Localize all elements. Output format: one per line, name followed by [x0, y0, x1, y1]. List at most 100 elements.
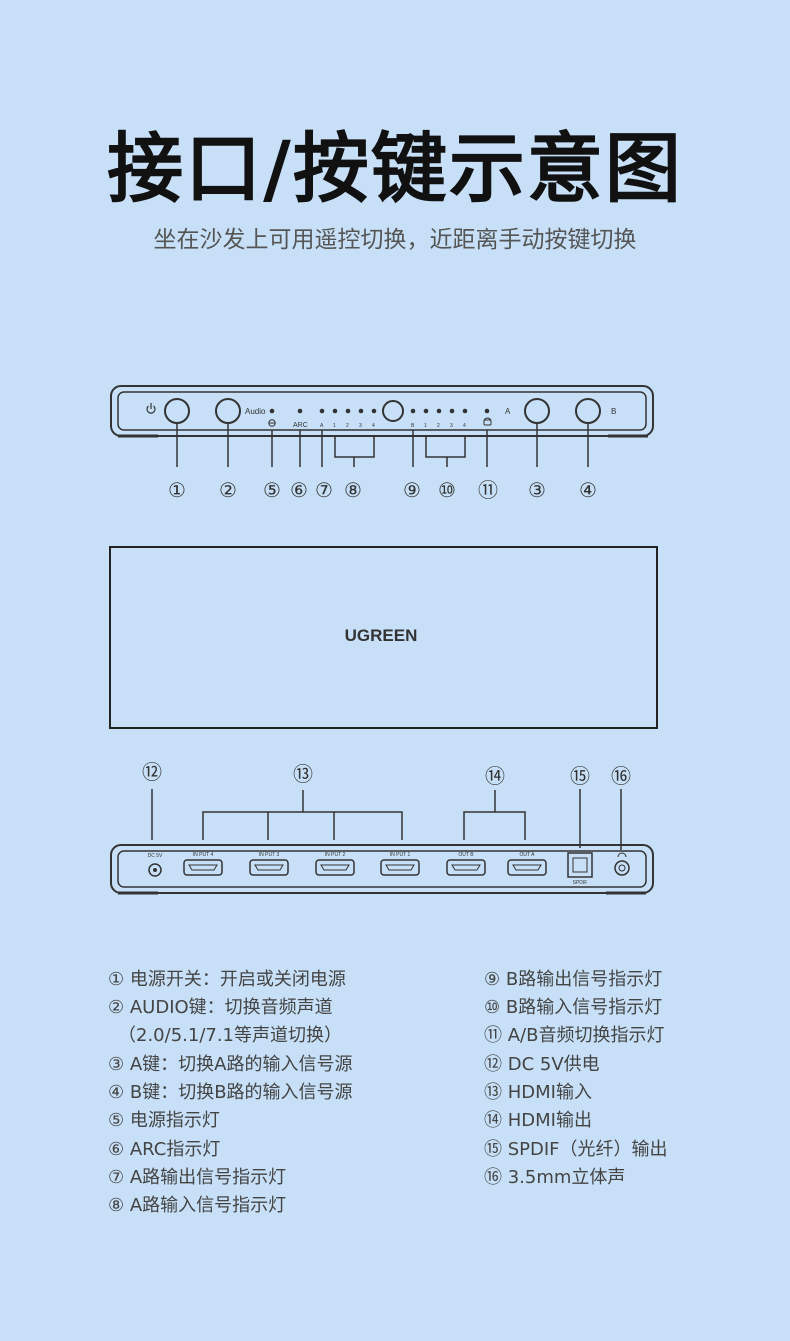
legend-left: ① 电源开关：开启或关闭电源 ② AUDIO键：切换音频声道 （2.0/5.1/… [108, 968, 468, 1228]
callout-5: ⑤ [263, 480, 281, 502]
front-callouts: ① ② ⑤ ⑥ ⑦ ⑧ ⑨ ⑩ ⑪ ③ ④ [168, 479, 597, 502]
audio-jack [614, 860, 630, 876]
callout-15: ⑮ [570, 765, 590, 788]
callout-1: ① [168, 480, 186, 502]
rear-leader-lines [151, 789, 622, 850]
port-label-in1: IN PUT 1 [390, 852, 411, 858]
callout-8: ⑧ [344, 480, 362, 502]
legend-item-9: ⑨ B路输出信号指示灯 [484, 969, 663, 990]
a-led-num-1: 1 [333, 423, 336, 429]
b-led-num-1: 1 [424, 423, 427, 429]
legend-item-16: ⑯ 3.5mm立体声 [484, 1167, 626, 1188]
spdif-port [567, 852, 593, 878]
b-small-label: B [411, 423, 415, 429]
legend-item-13: ⑬ HDMI输入 [484, 1082, 592, 1103]
a-led-num-4: 4 [372, 423, 375, 429]
page-title: 接口/按键示意图 [107, 124, 683, 213]
front-leds [269, 408, 490, 414]
a-led-num-3: 3 [359, 423, 362, 429]
a-output-led [319, 408, 325, 414]
power-icon [146, 403, 156, 414]
top-view-body [109, 546, 658, 729]
power-led [269, 408, 275, 414]
hdmi-out-a [507, 859, 547, 876]
a-label: A [505, 407, 511, 416]
b-output-led [410, 408, 416, 414]
dc-label: DC 5V [148, 853, 163, 859]
b-led-num-3: 3 [450, 423, 453, 429]
b-label: B [611, 407, 616, 416]
hdmi-out-b [446, 859, 486, 876]
a-input-led-1 [332, 408, 338, 414]
legend-item-5: ⑤ 电源指示灯 [108, 1110, 220, 1131]
callout-10: ⑩ [438, 480, 456, 502]
headphone-icon [617, 852, 627, 858]
hdmi-in-4 [183, 859, 223, 876]
legend-item-2-note: （2.0/5.1/7.1等声道切换） [118, 1025, 343, 1046]
b-led-num-4: 4 [463, 423, 466, 429]
b-input-led-4 [462, 408, 468, 414]
rear-callouts: ⑫ ⑬ ⑭ ⑮ ⑯ [142, 761, 631, 788]
rear-panel [110, 844, 654, 895]
callout-2: ② [219, 480, 237, 502]
brand-logo: UGREEN [345, 626, 418, 645]
port-label-outb: OUT B [458, 852, 474, 858]
arc-label: ARC [293, 422, 308, 429]
callout-16: ⑯ [611, 765, 631, 788]
callout-6: ⑥ [290, 480, 308, 502]
b-input-led-3 [449, 408, 455, 414]
center-ir-sensor [382, 400, 404, 422]
callout-3: ③ [528, 480, 546, 502]
b-input-led-1 [423, 408, 429, 414]
hdmi-ports [183, 859, 547, 876]
port-label-outa: OUT A [520, 852, 536, 858]
ab-audio-led [484, 408, 490, 414]
callout-7: ⑦ [315, 480, 333, 502]
a-input-led-3 [358, 408, 364, 414]
a-input-led-4 [371, 408, 377, 414]
legend-item-11: ⑪ A/B音频切换指示灯 [484, 1025, 665, 1046]
hdmi-in-3 [249, 859, 289, 876]
callout-11: ⑪ [478, 479, 498, 502]
a-input-led-2 [345, 408, 351, 414]
port-label-in4: IN PUT 4 [193, 852, 214, 858]
legend-item-2: ② AUDIO键：切换音频声道 [108, 997, 333, 1018]
callout-12: ⑫ [142, 761, 162, 784]
legend-item-10: ⑩ B路输入信号指示灯 [484, 997, 663, 1018]
legend-item-14: ⑭ HDMI输出 [484, 1110, 592, 1131]
callout-13: ⑬ [293, 763, 313, 786]
arc-led [297, 408, 303, 414]
dc-port [148, 863, 162, 877]
spdif-inner [572, 857, 588, 873]
legend-item-15: ⑮ SPDIF（光纤）输出 [484, 1139, 668, 1160]
callout-14: ⑭ [485, 765, 505, 788]
b-input-led-2 [436, 408, 442, 414]
ab-audio-icon [483, 417, 492, 426]
b-led-num-2: 2 [437, 423, 440, 429]
rear-panel-body [110, 844, 654, 894]
legend-item-8: ⑧ A路输入信号指示灯 [108, 1195, 287, 1216]
legend-item-1: ① 电源开关：开启或关闭电源 [108, 969, 346, 990]
front-panel-inner [117, 391, 647, 431]
legend-item-3: ③ A键：切换A路的输入信号源 [108, 1054, 353, 1075]
callout-4: ④ [579, 480, 597, 502]
spdif-label: SPDIF [573, 880, 588, 886]
port-label-in2: IN PUT 2 [325, 852, 346, 858]
port-label-in3: IN PUT 3 [259, 852, 280, 858]
callout-9: ⑨ [403, 480, 421, 502]
legend-item-6: ⑥ ARC指示灯 [108, 1139, 221, 1160]
hdmi-in-2 [315, 859, 355, 876]
dc-pin [153, 868, 157, 872]
a-led-num-2: 2 [346, 423, 349, 429]
legend-item-7: ⑦ A路输出信号指示灯 [108, 1167, 287, 1188]
front-leader-lines [176, 423, 589, 467]
legend-item-12: ⑫ DC 5V供电 [484, 1054, 600, 1075]
rear-panel-inner [117, 850, 647, 888]
legend-item-4: ④ B键：切换B路的输入信号源 [108, 1082, 353, 1103]
audio-jack-inner [618, 864, 626, 872]
a-small-label: A [320, 423, 324, 429]
hdmi-in-1 [380, 859, 420, 876]
front-panel [110, 385, 654, 438]
audio-label: Audio [245, 407, 266, 416]
